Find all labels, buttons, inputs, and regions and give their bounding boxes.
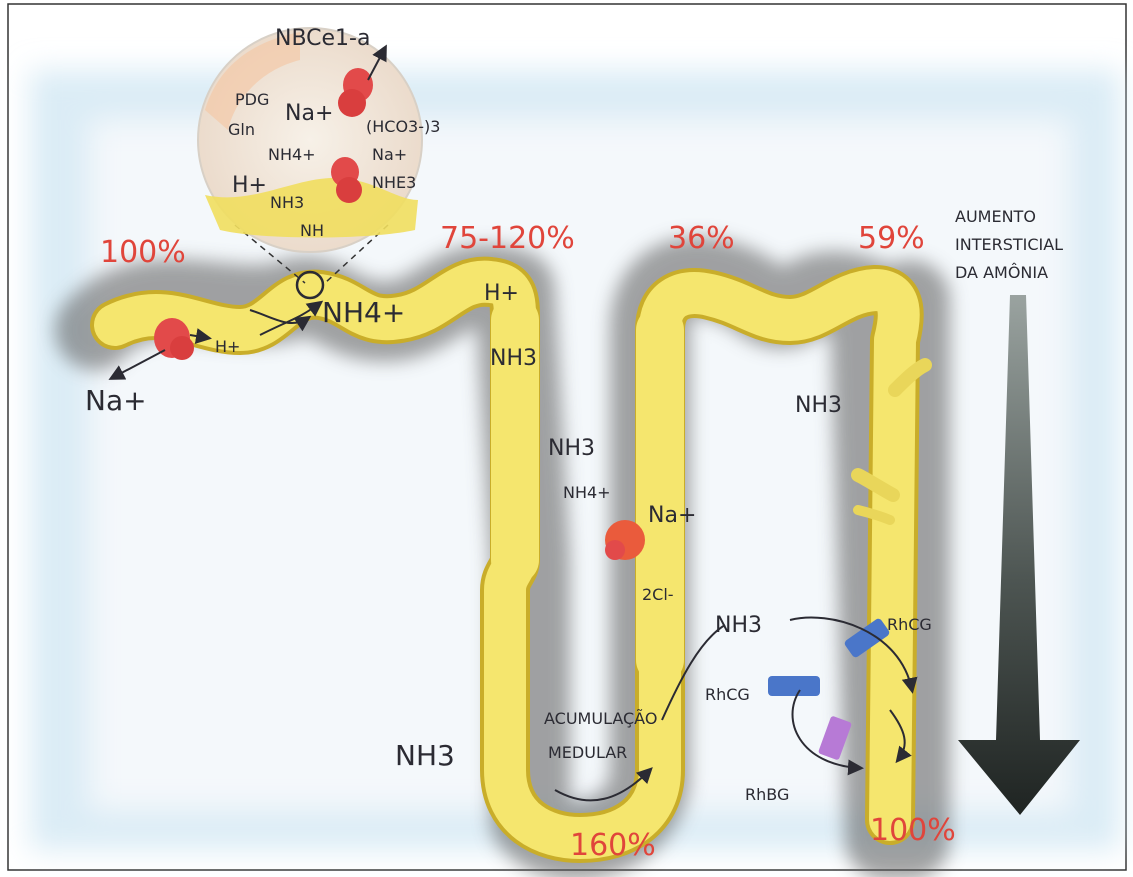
- label-nh3-bottom: NH3: [395, 739, 455, 772]
- pct-collecting-bottom: 100%: [870, 813, 956, 848]
- pct-distal: 36%: [668, 221, 735, 256]
- label-rhcg-right: RhCG: [887, 615, 932, 634]
- label-rhcg-left: RhCG: [705, 685, 750, 704]
- label-na-out: Na+: [85, 384, 147, 417]
- nkcc2-transporter: [605, 520, 645, 560]
- gradient-label-line2: INTERSTICIAL: [955, 235, 1063, 254]
- inset-pdg-label: PDG: [235, 90, 269, 109]
- label-nh3-tal: NH3: [490, 346, 537, 371]
- pct-thick-ascending: 75-120%: [440, 221, 575, 256]
- pct-proximal-start: 100%: [100, 235, 186, 270]
- inset-na-label: Na+: [285, 101, 333, 126]
- inset-nh4-label: NH4+: [268, 145, 316, 164]
- inset-nh3-label: NH3: [270, 193, 304, 212]
- inset-h-label: H+: [232, 173, 267, 198]
- label-nh3-right: NH3: [795, 393, 842, 418]
- inset-nbce1-label: NBCe1-a: [275, 26, 370, 51]
- label-nh4-mid: NH4+: [563, 483, 611, 502]
- inset-nhe3-label: NHE3: [372, 173, 416, 192]
- gradient-label-line1: AUMENTO: [955, 207, 1036, 226]
- pct-collecting: 59%: [858, 221, 925, 256]
- label-rhbg: RhBG: [745, 785, 789, 804]
- rhcg-transporter-left: [768, 676, 820, 696]
- label-nh4-proximal: NH4+: [322, 296, 405, 329]
- label-h-proximal: H+: [215, 337, 240, 356]
- gradient-label-line3: DA AMÔNIA: [955, 263, 1048, 282]
- label-acumulacao: ACUMULAÇÃO: [544, 709, 657, 728]
- inset-hco3-label: (HCO3-)3: [366, 117, 440, 136]
- inset-nh-label: NH: [300, 221, 324, 240]
- label-na-mid: Na+: [648, 503, 696, 528]
- label-nh3-collecting: NH3: [715, 613, 762, 638]
- inset-gln-label: Gln: [228, 120, 255, 139]
- label-medular: MEDULAR: [548, 743, 627, 762]
- inset-na-2-label: Na+: [372, 145, 407, 164]
- label-2cl: 2Cl-: [642, 585, 674, 604]
- pct-loop-bottom: 160%: [570, 828, 656, 863]
- label-h-tal: H+: [484, 281, 519, 306]
- label-nh3-mid: NH3: [548, 436, 595, 461]
